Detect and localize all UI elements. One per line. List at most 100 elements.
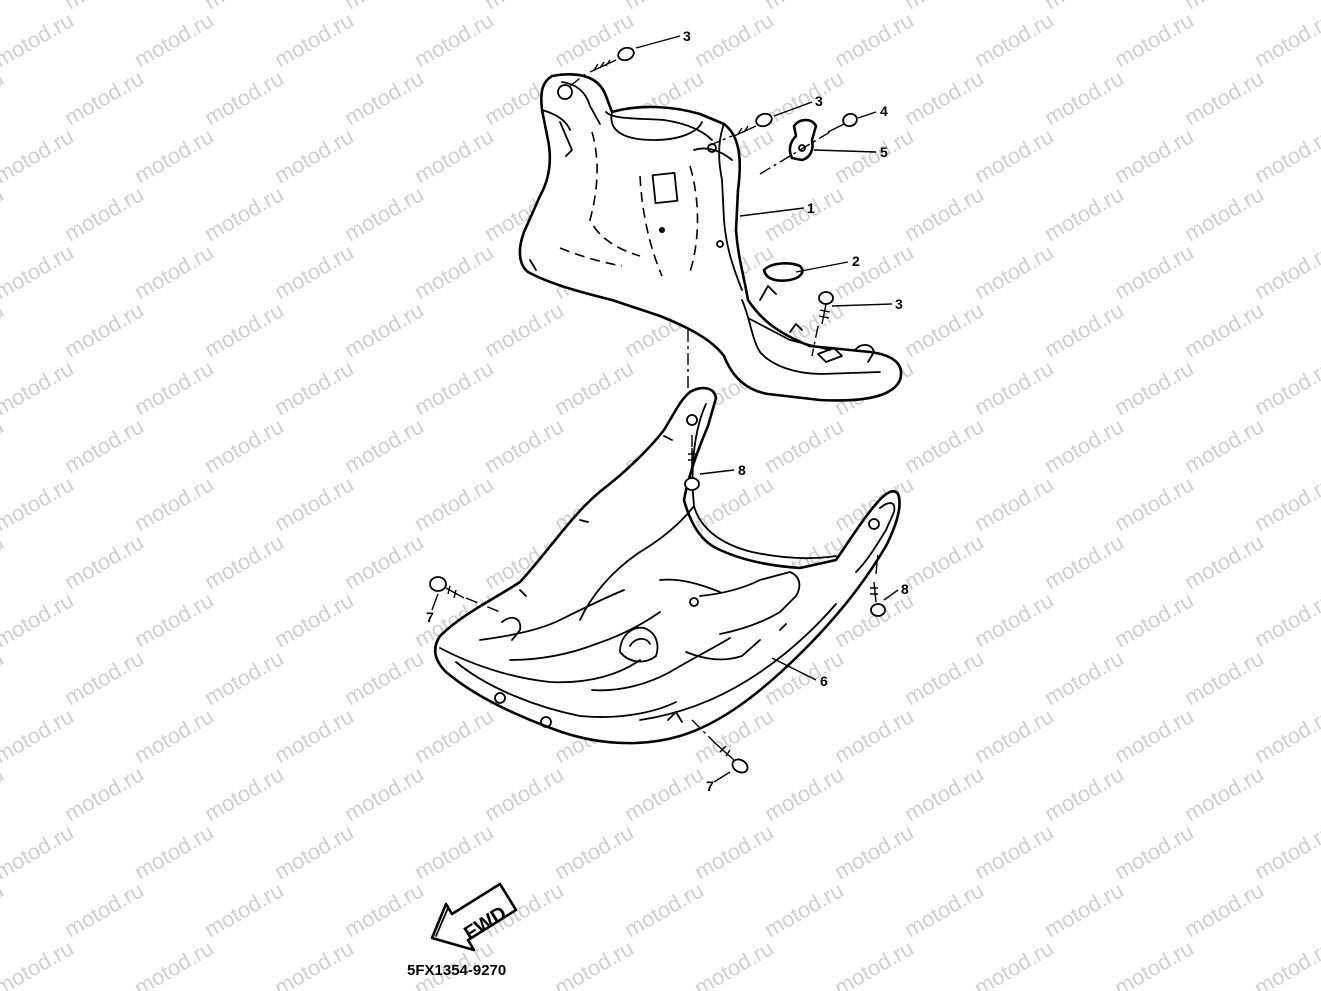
- watermark-text: motod.ru: [970, 587, 1058, 652]
- watermark-text: motod.ru: [830, 935, 918, 991]
- watermark-text: motod.ru: [620, 0, 708, 14]
- callout-8-upper: 8: [738, 462, 746, 478]
- watermark-text: motod.ru: [690, 935, 778, 991]
- watermark-text: motod.ru: [970, 935, 1058, 991]
- callout-3-lower: 3: [895, 296, 903, 312]
- watermark-text: motod.ru: [0, 645, 8, 710]
- watermark-text: motod.ru: [1110, 239, 1198, 304]
- watermark-text: motod.ru: [550, 355, 638, 420]
- watermark-text: motod.ru: [270, 471, 358, 536]
- watermark-text: motod.ru: [1180, 529, 1268, 594]
- watermark-text: motod.ru: [200, 65, 288, 130]
- watermark-text: motod.ru: [0, 413, 8, 478]
- callout-7-left: 7: [426, 609, 434, 625]
- watermark-text: motod.ru: [130, 355, 218, 420]
- watermark-text: motod.ru: [60, 181, 148, 246]
- watermark-text: motod.ru: [970, 239, 1058, 304]
- watermark-text: motod.ru: [0, 819, 78, 884]
- watermark-text: motod.ru: [0, 355, 78, 420]
- watermark-text: motod.ru: [900, 761, 988, 826]
- watermark-text: motod.ru: [270, 935, 358, 991]
- watermark-text: motod.ru: [60, 761, 148, 826]
- watermark-text: motod.ru: [970, 703, 1058, 768]
- watermark-text: motod.ru: [130, 587, 218, 652]
- watermark-text: motod.ru: [410, 239, 498, 304]
- watermark-text: motod.ru: [1110, 471, 1198, 536]
- watermark-text: motod.ru: [410, 471, 498, 536]
- callout-4: 4: [880, 103, 888, 119]
- watermark-text: motod.ru: [1180, 413, 1268, 478]
- watermark-text: motod.ru: [0, 761, 8, 826]
- watermark-text: motod.ru: [130, 7, 218, 72]
- watermark-text: motod.ru: [1250, 935, 1321, 991]
- screw-7-bottom: [715, 743, 749, 774]
- watermark-text: motod.ru: [60, 877, 148, 942]
- watermark-text: motod.ru: [340, 761, 428, 826]
- callout-8-right: 8: [901, 581, 909, 597]
- callout-5: 5: [880, 144, 888, 160]
- watermark-text: motod.ru: [0, 529, 8, 594]
- part-1-inner-leg-shield: [518, 73, 903, 402]
- watermark-text: motod.ru: [1040, 877, 1128, 942]
- part-6-footrest-board: [433, 386, 901, 745]
- watermark-text: motod.ru: [1180, 877, 1268, 942]
- screw-7-left: [429, 576, 465, 599]
- watermark-text: motod.ru: [1250, 239, 1321, 304]
- watermark-text: motod.ru: [200, 645, 288, 710]
- watermark-text: motod.ru: [970, 123, 1058, 188]
- watermark-text: motod.ru: [830, 239, 918, 304]
- watermark-text: motod.ru: [620, 877, 708, 942]
- watermark-text: motod.ru: [760, 0, 848, 14]
- watermark-text: motod.ru: [760, 877, 848, 942]
- watermark-text: motod.ru: [1110, 587, 1198, 652]
- watermark-text: motod.ru: [1110, 703, 1198, 768]
- watermark-text: motod.ru: [1180, 181, 1268, 246]
- watermark-text: motod.ru: [1040, 645, 1128, 710]
- watermark-text: motod.ru: [270, 123, 358, 188]
- watermark-text: motod.ru: [410, 7, 498, 72]
- part-5-bracket: [788, 118, 818, 162]
- watermark-text: motod.ru: [0, 65, 8, 130]
- watermark-text: motod.ru: [1180, 297, 1268, 362]
- screw-3-middle: [733, 112, 773, 137]
- watermark-text: motod.ru: [970, 471, 1058, 536]
- watermark-text: motod.ru: [0, 7, 78, 72]
- watermark-text: motod.ru: [1180, 761, 1268, 826]
- watermark-text: motod.ru: [200, 529, 288, 594]
- watermark-text: motod.ru: [340, 181, 428, 246]
- watermark-text: motod.ru: [970, 7, 1058, 72]
- watermark-text: motod.ru: [830, 819, 918, 884]
- watermark-text: motod.ru: [410, 123, 498, 188]
- watermark-text: motod.ru: [0, 877, 8, 942]
- watermark-text: motod.ru: [200, 413, 288, 478]
- watermark-text: motod.ru: [60, 297, 148, 362]
- watermark-text: motod.ru: [200, 0, 288, 14]
- watermark-text: motod.ru: [1040, 181, 1128, 246]
- callout-6: 6: [820, 673, 828, 689]
- callout-3-top: 3: [683, 28, 691, 44]
- watermark-text: motod.ru: [1250, 471, 1321, 536]
- watermark-text: motod.ru: [1110, 935, 1198, 991]
- watermark-text: motod.ru: [1110, 819, 1198, 884]
- watermark-text: motod.ru: [1250, 355, 1321, 420]
- watermark-text: motod.ru: [130, 703, 218, 768]
- watermark-text: motod.ru: [690, 819, 778, 884]
- watermark-text: motod.ru: [60, 529, 148, 594]
- watermark-text: motod.ru: [760, 181, 848, 246]
- watermark-text: motod.ru: [900, 877, 988, 942]
- watermark-text: motod.ru: [0, 181, 8, 246]
- watermark-text: motod.ru: [1250, 703, 1321, 768]
- watermark-text: motod.ru: [130, 819, 218, 884]
- watermark-text: motod.ru: [1110, 123, 1198, 188]
- part-2-pad: [762, 262, 804, 282]
- screw-3-lower: [818, 291, 834, 325]
- watermark-text: motod.ru: [130, 471, 218, 536]
- watermark-text: motod.ru: [1180, 0, 1268, 14]
- watermark-text: motod.ru: [1250, 819, 1321, 884]
- watermark-text: motod.ru: [0, 123, 78, 188]
- screw-3-top: [589, 46, 635, 73]
- screw-4: [827, 112, 858, 133]
- watermark-text: motod.ru: [1040, 529, 1128, 594]
- watermark-text: motod.ru: [0, 297, 8, 362]
